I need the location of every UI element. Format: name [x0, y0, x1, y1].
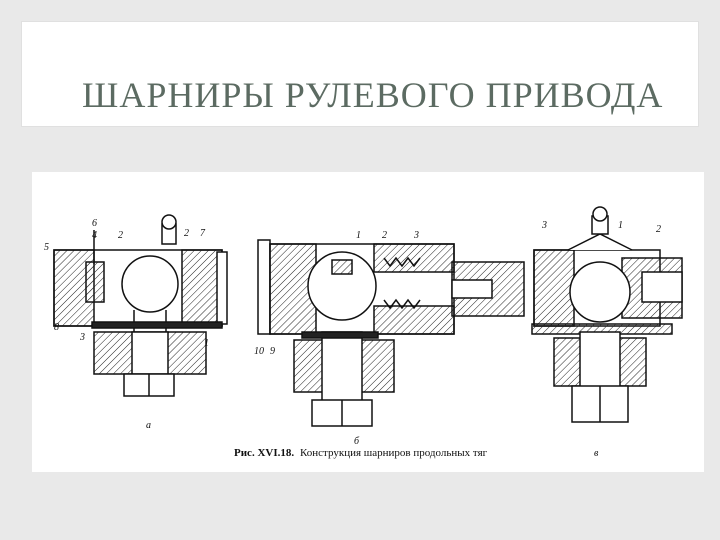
- label-a-4: 4: [92, 230, 97, 241]
- technical-drawing: 5 6 4 2 2 7 8 3 1 а: [32, 172, 704, 472]
- drawing-a: [53, 214, 228, 397]
- subfigure-c-label: в: [594, 448, 599, 459]
- label-a-1: 1: [204, 338, 209, 349]
- drawing-b: [257, 239, 525, 427]
- label-c-3: 3: [541, 220, 547, 231]
- label-a-5: 5: [44, 242, 49, 253]
- labels-a: 5 6 4 2 2 7 8 3 1 а: [44, 218, 209, 431]
- labels-c: 3 1 2 в: [541, 220, 661, 459]
- label-c-2: 2: [656, 224, 661, 235]
- label-b-10: 10: [254, 346, 264, 357]
- title-panel: ШАРНИРЫ РУЛЕВОГО ПРИВОДА: [22, 22, 698, 126]
- caption-prefix: Рис. XVI.18.: [234, 447, 294, 459]
- label-a-7: 7: [200, 228, 206, 239]
- label-b-2: 2: [382, 230, 387, 241]
- slide-title: ШАРНИРЫ РУЛЕВОГО ПРИВОДА: [82, 75, 664, 115]
- label-a-2b: 2: [184, 228, 189, 239]
- drawing-c: [531, 206, 683, 423]
- label-a-2: 2: [118, 230, 123, 241]
- labels-b: 1 2 3 10 9 б: [254, 230, 419, 447]
- subfigure-a-label: а: [146, 420, 151, 431]
- label-a-3: 3: [79, 332, 85, 343]
- label-b-3: 3: [413, 230, 419, 241]
- label-a-6: 6: [92, 218, 97, 229]
- label-b-1: 1: [356, 230, 361, 241]
- caption-text: Конструкция шарниров продольных тяг: [300, 447, 488, 459]
- label-c-1: 1: [618, 220, 623, 231]
- label-b-9: 9: [270, 346, 275, 357]
- label-a-8: 8: [54, 322, 59, 333]
- joint-drawings: 5 6 4 2 2 7 8 3 1 а: [44, 206, 683, 459]
- subfigure-b-label: б: [354, 436, 360, 447]
